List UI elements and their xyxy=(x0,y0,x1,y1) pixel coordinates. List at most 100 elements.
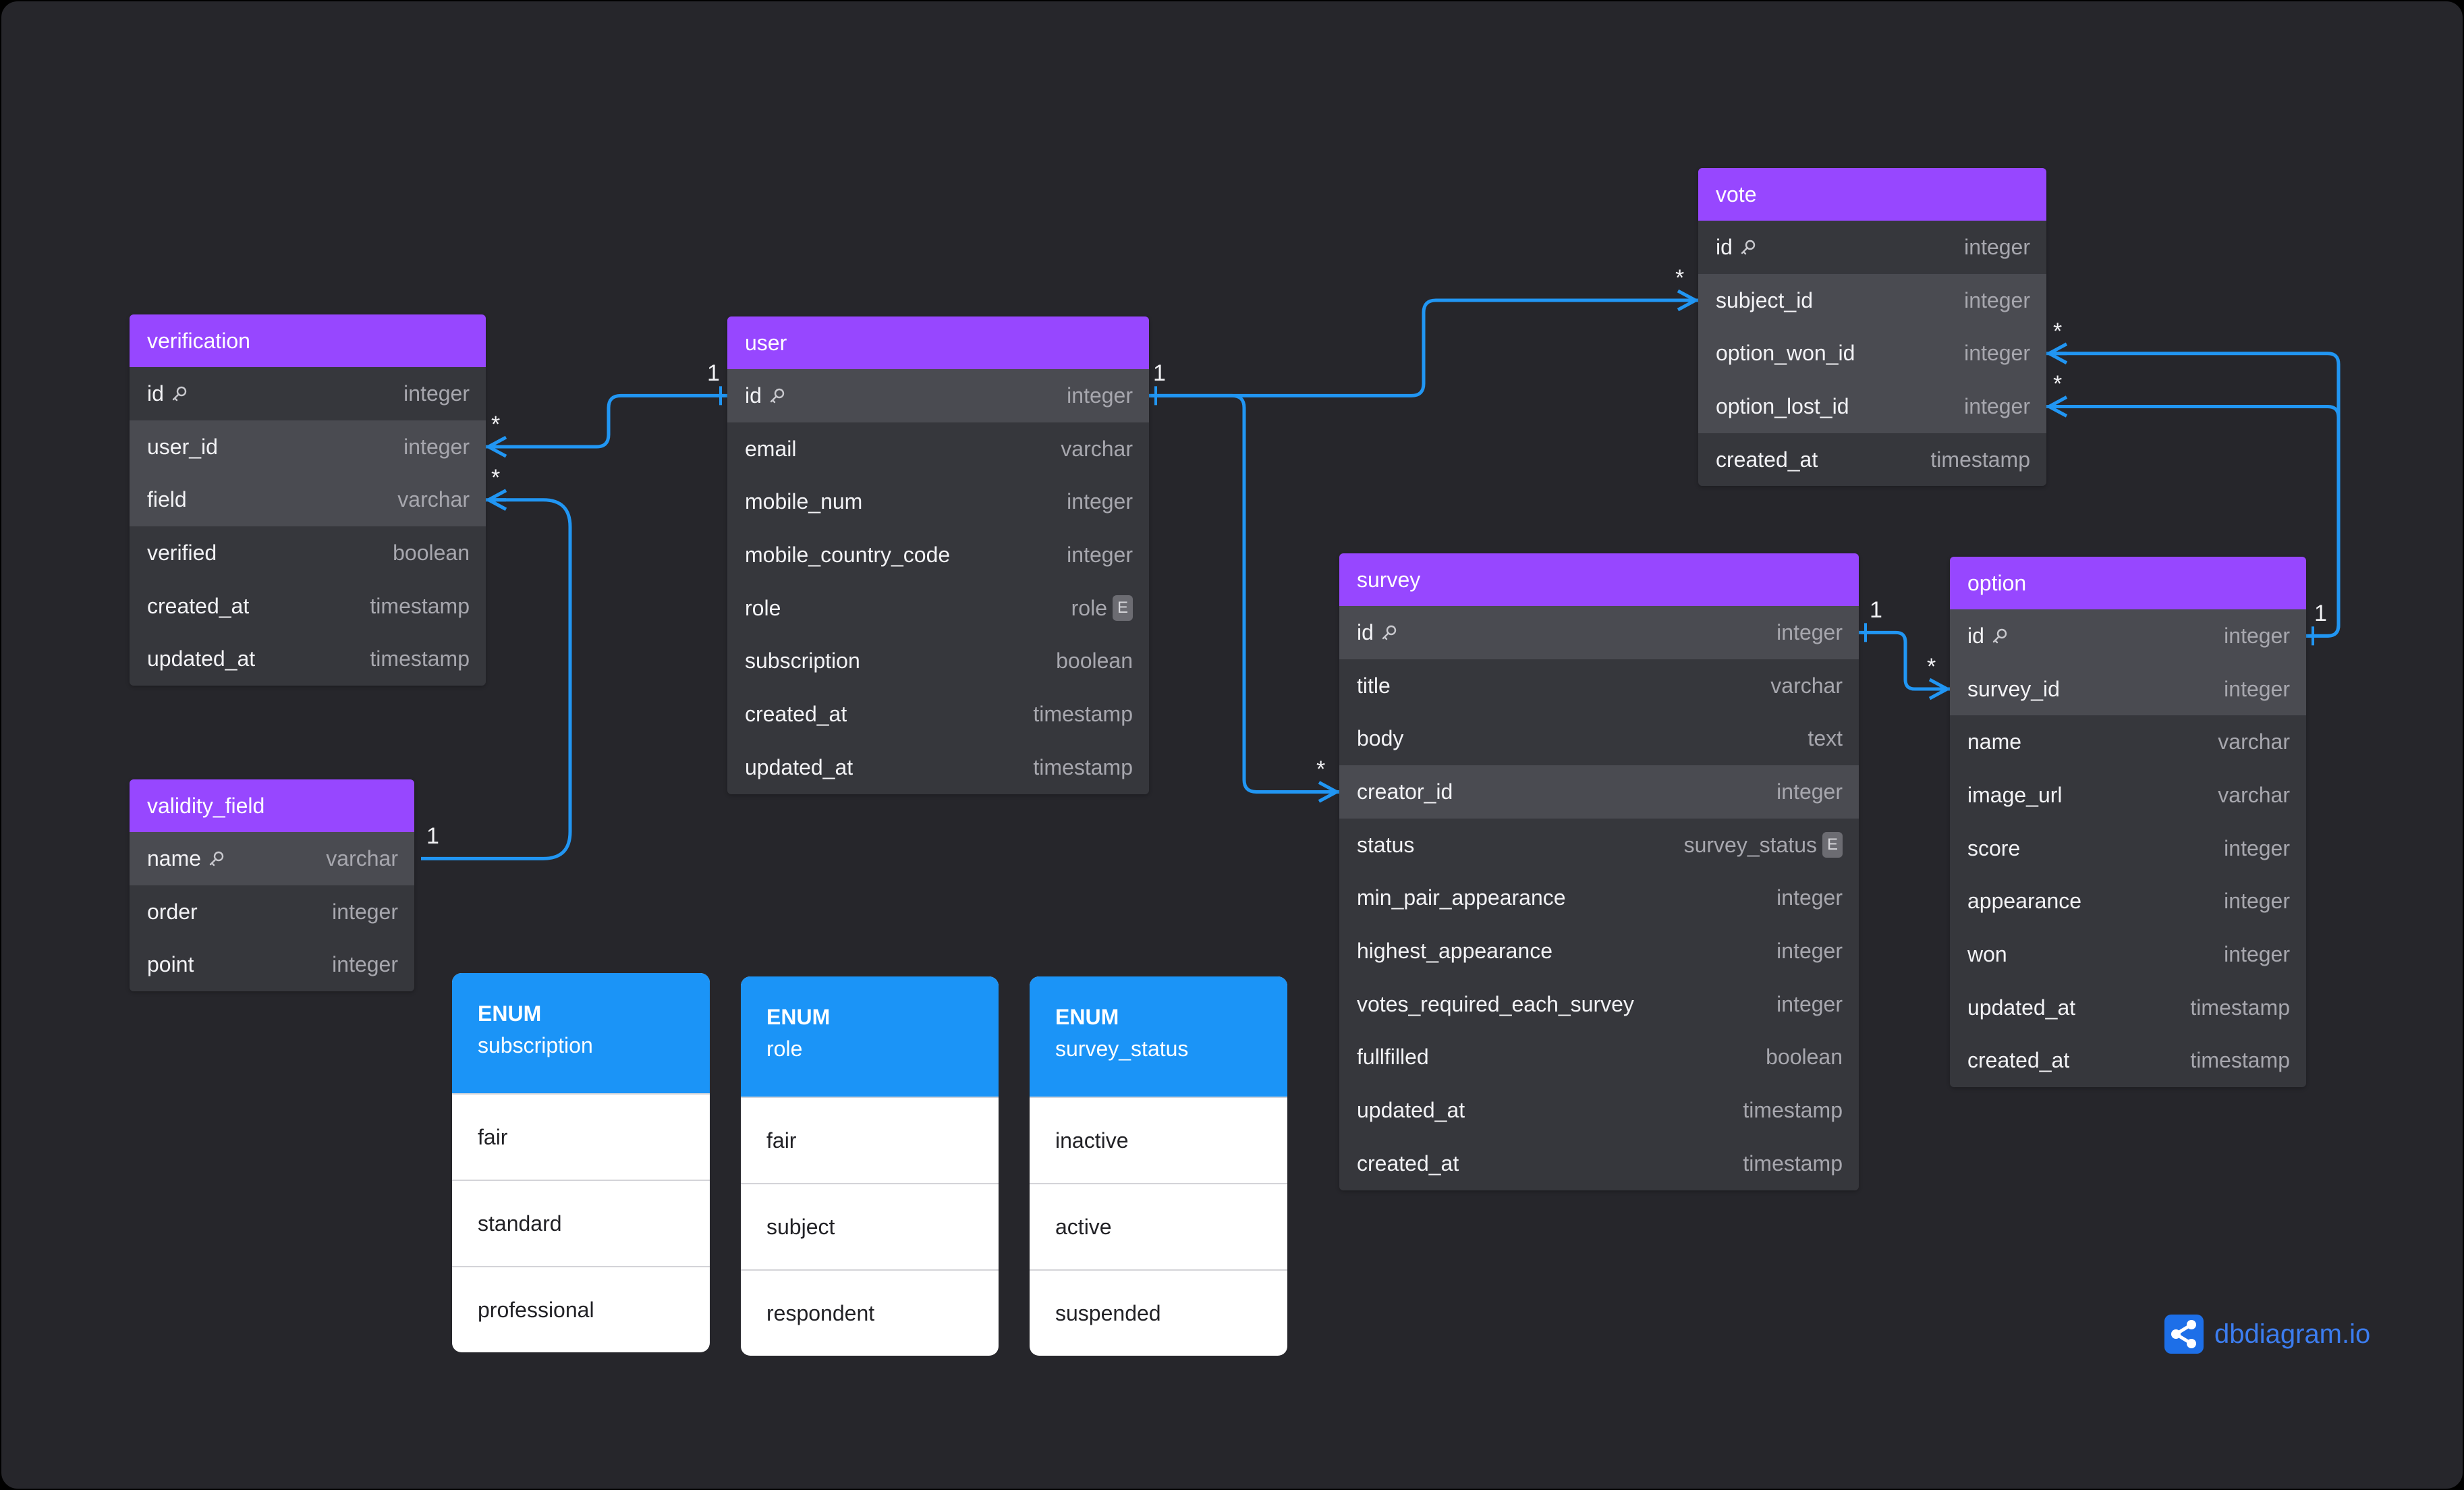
field-name: creator_id xyxy=(1357,779,1453,804)
field-type: integer xyxy=(2224,624,2290,649)
field-type-text: integer xyxy=(1776,619,1843,644)
cardinality-one: 1 xyxy=(707,360,720,387)
enum-value[interactable]: suspended xyxy=(1030,1269,1287,1356)
field-type-text: timestamp xyxy=(1743,1098,1843,1123)
field-name: created_at xyxy=(745,702,847,727)
field-name-text: id xyxy=(1716,234,1733,259)
field-type: integer xyxy=(1776,885,1843,910)
table-header[interactable]: verification xyxy=(130,314,486,367)
field-type: varchar xyxy=(326,846,398,871)
cardinality-many: * xyxy=(2053,371,2063,397)
enum-value[interactable]: subject xyxy=(741,1183,999,1269)
enum-value[interactable]: fair xyxy=(452,1093,710,1180)
field-name: name xyxy=(147,846,225,871)
brand-logo[interactable]: dbdiagram.io xyxy=(2164,1315,2370,1354)
field-name: updated_at xyxy=(1967,995,2075,1020)
field-name: order xyxy=(147,900,198,925)
enum-value[interactable]: active xyxy=(1030,1183,1287,1269)
table-header[interactable]: option xyxy=(1950,557,2306,609)
table-header[interactable]: user xyxy=(727,316,1149,369)
field-name: title xyxy=(1357,673,1391,698)
share-icon xyxy=(2164,1315,2204,1354)
field-name-text: subject_id xyxy=(1716,287,1814,312)
field-type-text: integer xyxy=(2224,889,2290,914)
enum-keyword: ENUM xyxy=(478,1001,542,1026)
field-name: id xyxy=(147,381,188,406)
relation-vote-user[interactable] xyxy=(1149,298,1698,397)
enum-value[interactable]: standard xyxy=(452,1180,710,1266)
field-type-text: timestamp xyxy=(1743,1151,1843,1176)
table-row[interactable]: name varchar xyxy=(130,832,414,885)
field-name-text: won xyxy=(1967,941,2007,966)
field-name: status xyxy=(1357,833,1414,858)
relation-survey-user[interactable] xyxy=(1149,393,1339,794)
enum-value[interactable]: professional xyxy=(452,1266,710,1352)
enum-value[interactable]: respondent xyxy=(741,1269,999,1356)
relation-verification-user[interactable] xyxy=(486,393,727,449)
table-header[interactable]: vote xyxy=(1698,168,2046,221)
table-header[interactable]: validity_field xyxy=(130,779,414,832)
enum-value[interactable]: fair xyxy=(741,1097,999,1183)
table-header[interactable]: survey xyxy=(1339,553,1859,606)
field-type: boolean xyxy=(1766,1045,1843,1070)
field-name: field xyxy=(147,487,187,512)
relation-option-survey[interactable] xyxy=(1859,630,1950,691)
field-name-text: body xyxy=(1357,726,1404,751)
enum-value[interactable]: inactive xyxy=(1030,1097,1287,1183)
